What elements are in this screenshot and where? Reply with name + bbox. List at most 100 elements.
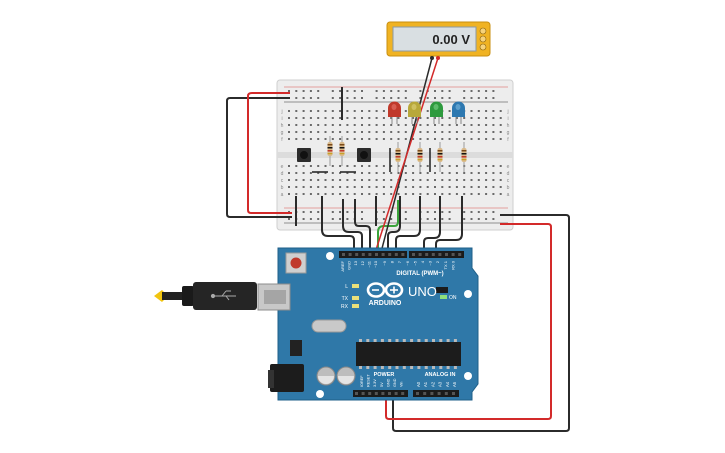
bb-rail-hole[interactable] — [404, 218, 407, 220]
bb-hole[interactable] — [434, 117, 436, 119]
bb-hole[interactable] — [353, 172, 356, 174]
bb-hole[interactable] — [434, 124, 436, 126]
bb-hole[interactable] — [382, 172, 385, 174]
header-pin[interactable] — [430, 392, 434, 395]
bb-rail-hole[interactable] — [382, 211, 385, 213]
bb-rail-hole[interactable] — [448, 211, 451, 213]
bb-rail-hole[interactable] — [361, 97, 363, 99]
bb-hole[interactable] — [309, 179, 312, 181]
bb-hole[interactable] — [346, 131, 349, 133]
bb-rail-hole[interactable] — [434, 97, 436, 99]
bb-hole[interactable] — [397, 131, 400, 133]
bb-hole[interactable] — [317, 110, 320, 112]
bb-hole[interactable] — [375, 131, 378, 133]
resistor[interactable] — [417, 142, 423, 172]
header-pin[interactable] — [451, 253, 455, 256]
bb-hole[interactable] — [434, 179, 436, 181]
bb-rail-hole[interactable] — [309, 211, 312, 213]
bb-hole[interactable] — [412, 172, 415, 174]
bb-hole[interactable] — [295, 131, 298, 133]
header-pin[interactable] — [445, 253, 448, 256]
bb-hole[interactable] — [441, 131, 444, 133]
bb-hole[interactable] — [295, 124, 298, 126]
bb-rail-hole[interactable] — [470, 211, 473, 213]
bb-rail-hole[interactable] — [463, 218, 466, 220]
bb-rail-hole[interactable] — [361, 218, 363, 220]
bb-rail-hole[interactable] — [317, 97, 320, 99]
bb-rail-hole[interactable] — [317, 90, 320, 92]
bb-hole[interactable] — [404, 117, 407, 119]
bb-hole[interactable] — [382, 124, 385, 126]
bb-hole[interactable] — [477, 165, 480, 167]
bb-hole[interactable] — [448, 179, 451, 181]
bb-hole[interactable] — [288, 186, 290, 188]
bb-rail-hole[interactable] — [331, 211, 334, 213]
bb-hole[interactable] — [324, 124, 327, 126]
resistor[interactable] — [437, 142, 443, 172]
header-pin[interactable] — [394, 392, 398, 395]
bb-rail-hole[interactable] — [404, 97, 407, 99]
bb-hole[interactable] — [419, 117, 422, 119]
header-pin[interactable] — [361, 392, 365, 395]
bb-hole[interactable] — [404, 179, 407, 181]
bb-hole[interactable] — [492, 117, 495, 119]
bb-hole[interactable] — [463, 124, 466, 126]
bb-hole[interactable] — [390, 117, 393, 119]
bb-hole[interactable] — [426, 165, 429, 167]
bb-hole[interactable] — [477, 117, 480, 119]
bb-hole[interactable] — [361, 110, 363, 112]
bb-hole[interactable] — [412, 165, 415, 167]
bb-hole[interactable] — [324, 179, 327, 181]
bb-rail-hole[interactable] — [382, 218, 385, 220]
header-pin[interactable] — [394, 253, 398, 256]
header-pin[interactable] — [401, 392, 405, 395]
bb-hole[interactable] — [499, 193, 502, 195]
header-pin[interactable] — [375, 253, 378, 256]
bb-hole[interactable] — [309, 117, 312, 119]
bb-hole[interactable] — [382, 193, 385, 195]
header-pin[interactable] — [342, 253, 345, 256]
bb-hole[interactable] — [288, 172, 290, 174]
bb-hole[interactable] — [324, 110, 327, 112]
bb-hole[interactable] — [390, 186, 393, 188]
bb-hole[interactable] — [419, 131, 422, 133]
bb-hole[interactable] — [339, 117, 342, 119]
bb-hole[interactable] — [441, 165, 444, 167]
bb-hole[interactable] — [302, 186, 305, 188]
bb-rail-hole[interactable] — [434, 218, 436, 220]
bb-hole[interactable] — [470, 131, 473, 133]
header-pin[interactable] — [381, 392, 385, 395]
bb-hole[interactable] — [361, 138, 363, 140]
bb-hole[interactable] — [382, 165, 385, 167]
bb-hole[interactable] — [361, 172, 363, 174]
bb-hole[interactable] — [455, 186, 458, 188]
bb-hole[interactable] — [455, 131, 458, 133]
bb-hole[interactable] — [346, 117, 349, 119]
led-blue[interactable] — [452, 101, 465, 125]
bb-rail-hole[interactable] — [339, 211, 342, 213]
bb-hole[interactable] — [317, 138, 320, 140]
bb-hole[interactable] — [499, 186, 502, 188]
bb-rail-hole[interactable] — [288, 90, 290, 92]
header-pin[interactable] — [374, 392, 378, 395]
bb-rail-hole[interactable] — [361, 90, 363, 92]
bb-hole[interactable] — [441, 193, 444, 195]
bb-hole[interactable] — [375, 165, 378, 167]
bb-rail-hole[interactable] — [288, 218, 290, 220]
bb-hole[interactable] — [346, 186, 349, 188]
bb-hole[interactable] — [353, 179, 356, 181]
bb-hole[interactable] — [412, 186, 415, 188]
bb-hole[interactable] — [302, 124, 305, 126]
bb-hole[interactable] — [324, 138, 327, 140]
bb-hole[interactable] — [404, 172, 407, 174]
header-pin[interactable] — [348, 253, 352, 256]
bb-hole[interactable] — [339, 193, 342, 195]
bb-hole[interactable] — [368, 138, 371, 140]
bb-hole[interactable] — [470, 117, 473, 119]
multimeter-mode-v-icon[interactable] — [479, 35, 487, 43]
bb-hole[interactable] — [375, 172, 378, 174]
bb-hole[interactable] — [448, 138, 451, 140]
header-pin[interactable] — [388, 253, 392, 256]
resistor[interactable] — [395, 142, 401, 172]
